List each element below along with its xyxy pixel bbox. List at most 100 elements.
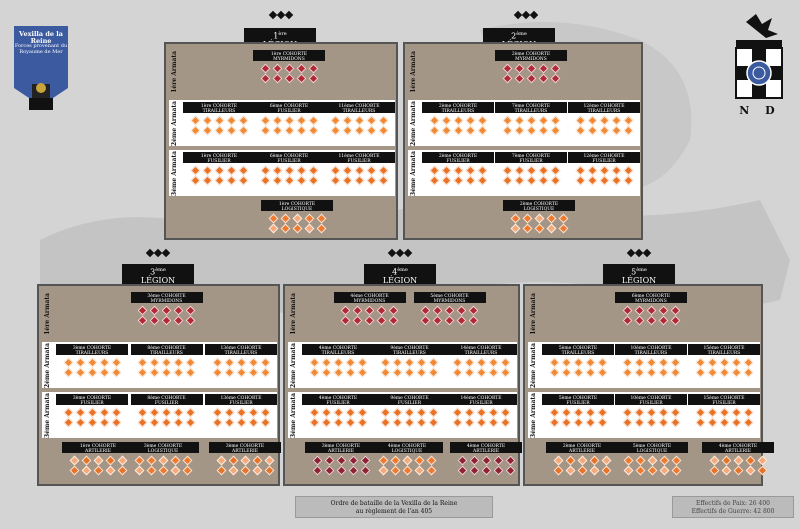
cohort-num: 12: [583, 104, 590, 109]
cohort-word: COHORTE: [571, 346, 598, 351]
unit-diamond-icon: [185, 357, 196, 367]
unit-diamond-icon: [173, 315, 184, 325]
unit-diamond-icon: [304, 223, 314, 233]
cohort-num: 8: [147, 346, 151, 351]
unit-diamond-icon: [75, 407, 85, 417]
cohort-units: [323, 113, 395, 135]
legion-sup: ère: [278, 31, 287, 37]
cohort-type: MYRMIDONS: [353, 299, 386, 304]
cohort-units: [334, 303, 406, 325]
cohort-num: 6: [269, 154, 273, 159]
unit-diamond-icon: [330, 125, 340, 135]
cohort-sup: ème: [393, 396, 403, 401]
cohort-type: MYRMIDONS: [515, 57, 547, 62]
unit-diamond-icon: [573, 417, 583, 427]
unit-diamond-icon: [500, 407, 510, 417]
armata-label-text: 3ème Armata: [171, 151, 178, 196]
unit-diamond-icon: [333, 407, 343, 417]
cohort-num: 8: [147, 396, 151, 401]
unit-diamond-icon: [352, 305, 363, 315]
unit-diamond-icon: [646, 357, 656, 367]
unit-diamond-icon: [333, 417, 343, 427]
unit-diamond-icon: [452, 417, 462, 427]
unit-diamond-icon: [99, 417, 109, 427]
unit-diamond-icon: [550, 115, 560, 125]
unit-diamond-icon: [623, 165, 633, 175]
unit-diamond-icon: [597, 357, 607, 367]
cohort-sup: ème: [466, 396, 476, 401]
cohort-number-line: 15ème COHORTE: [688, 346, 760, 351]
unit-diamond-icon: [514, 125, 524, 135]
unit-diamond-icon: [216, 455, 226, 465]
unit-diamond-icon: [360, 465, 370, 475]
unit-diamond-icon: [646, 315, 656, 325]
cohort-units: [261, 211, 333, 233]
cohort-units: [615, 405, 687, 427]
unit-diamond-icon: [587, 165, 597, 175]
unit-diamond-icon: [134, 455, 144, 465]
unit-diamond-icon: [429, 125, 439, 135]
cohort-number-line: 5ème COHORTE: [414, 294, 486, 299]
cohort-num: 9: [390, 396, 394, 401]
unit-diamond-icon: [587, 125, 597, 135]
armata-word: Armata: [171, 51, 178, 78]
cohort-num: 4: [318, 346, 322, 351]
cohort-word: COHORTE: [353, 154, 380, 159]
unit-diamond-icon: [534, 213, 544, 223]
unit-diamond-icon: [468, 305, 479, 315]
cohort-word: COHORTE: [400, 444, 427, 449]
cohort-number-line: 10ème COHORTE: [615, 346, 687, 351]
unit-diamond-icon: [464, 417, 474, 427]
legion-sup: ème: [155, 267, 166, 273]
